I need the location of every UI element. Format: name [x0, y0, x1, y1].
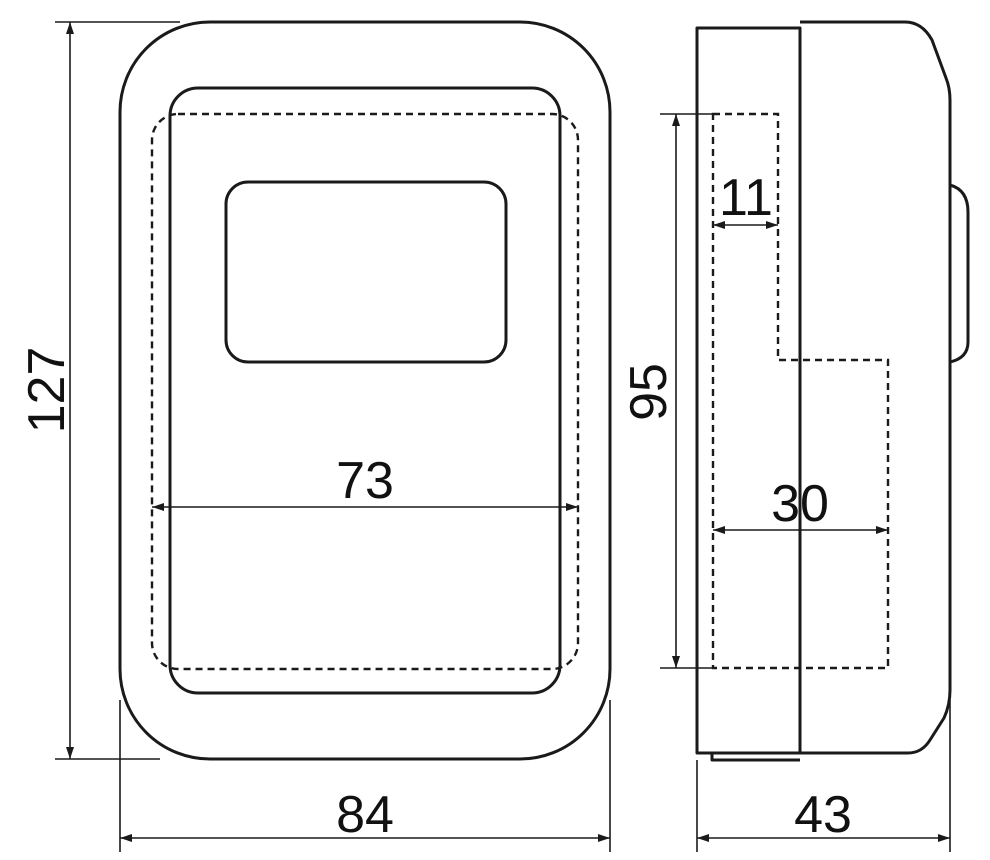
side-view — [695, 20, 970, 762]
dimension-127: 127 — [18, 21, 180, 760]
dimension-95: 95 — [620, 113, 715, 669]
side-base-lip — [710, 753, 800, 762]
dimension-43: 43 — [696, 700, 951, 852]
front-inner-panel — [168, 86, 562, 695]
side-knob — [949, 183, 970, 364]
front-hidden-compartment — [150, 112, 580, 671]
dim-label-127: 127 — [18, 347, 76, 434]
dim-label-43: 43 — [794, 786, 852, 844]
side-body — [800, 20, 952, 755]
dim-label-30: 30 — [771, 475, 829, 533]
front-view — [118, 20, 612, 761]
front-outer-body — [118, 20, 612, 761]
dim-label-73: 73 — [336, 452, 394, 510]
dimension-11: 11 — [713, 169, 778, 229]
dim-label-84: 84 — [336, 786, 394, 844]
front-window — [224, 180, 508, 364]
dimension-73: 73 — [152, 452, 578, 511]
dim-label-95: 95 — [620, 363, 678, 421]
dimension-84: 84 — [119, 700, 611, 852]
dimension-30: 30 — [713, 475, 888, 534]
dim-label-11: 11 — [719, 169, 773, 227]
